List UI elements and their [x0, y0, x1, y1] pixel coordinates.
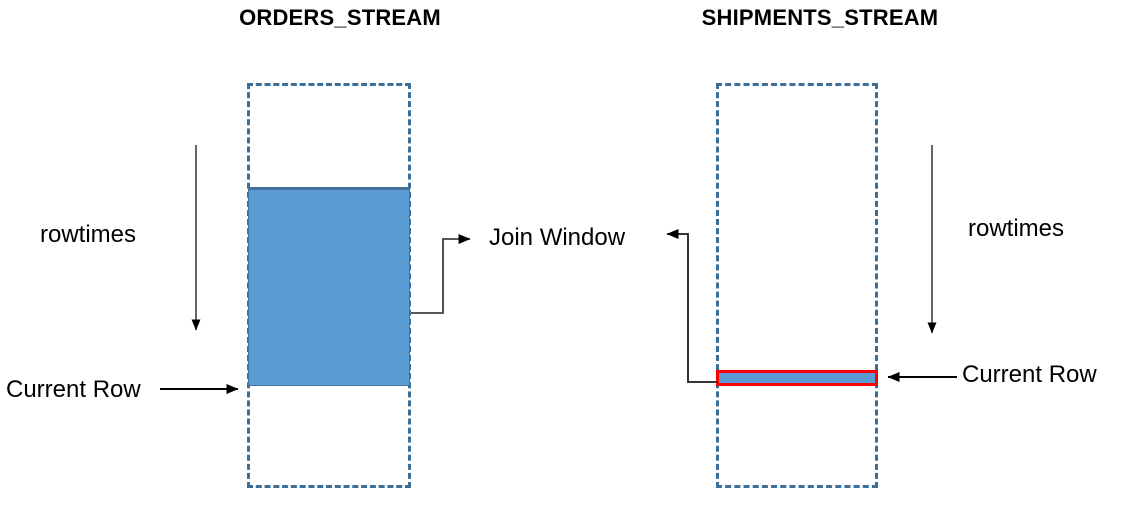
shipments-current-row-label: Current Row	[962, 361, 1097, 388]
join-window-label: Join Window	[489, 224, 626, 251]
shipments-rowtimes-label: rowtimes	[968, 215, 1065, 242]
shipments-stream-box	[716, 83, 878, 488]
orders-rowtimes-label: rowtimes	[40, 221, 137, 248]
shipments-to-join-window-connector	[666, 229, 718, 383]
join-window-region	[248, 187, 410, 386]
shipments-stream-title: SHIPMENTS_STREAM	[701, 5, 939, 30]
orders-current-row-label: Current Row	[6, 376, 141, 403]
shipments-current-row-strip	[716, 370, 878, 386]
orders-to-join-window-connector	[411, 234, 471, 314]
orders-stream-title: ORDERS_STREAM	[239, 5, 441, 30]
